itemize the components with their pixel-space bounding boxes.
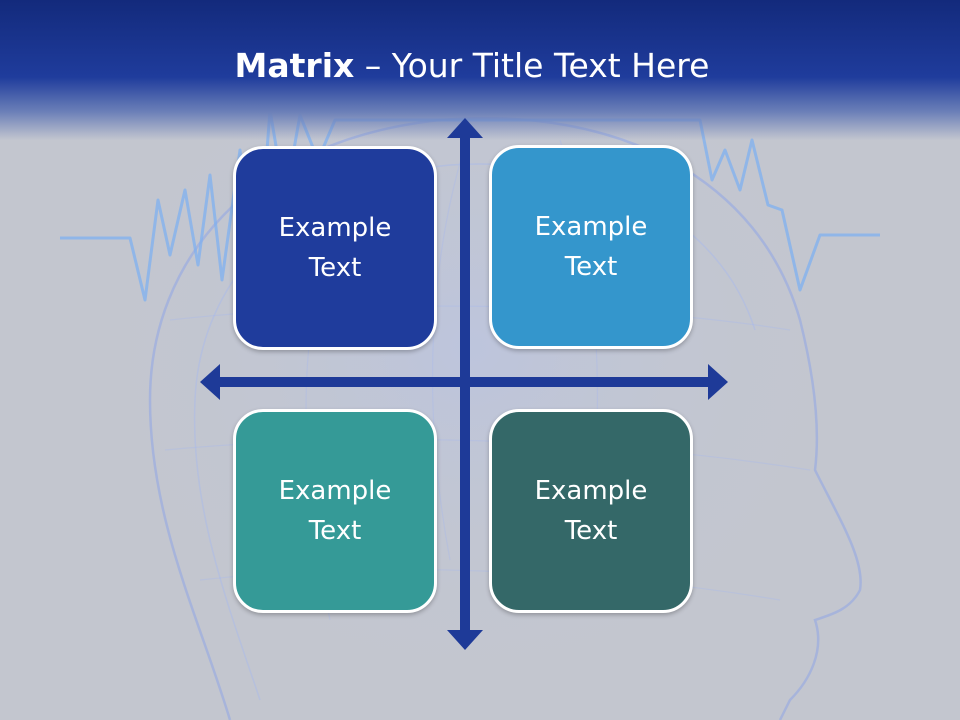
quadrant-top-right[interactable]: Example Text [489, 145, 693, 349]
header-bar [0, 0, 960, 140]
arrow-down-icon [447, 630, 483, 650]
title-rest: – Your Title Text Here [354, 46, 710, 85]
quadrant-bottom-left[interactable]: Example Text [233, 409, 437, 613]
quadrant-bottom-right[interactable]: Example Text [489, 409, 693, 613]
arrow-left-icon [200, 364, 220, 400]
quadrant-label: Example Text [534, 212, 648, 282]
quadrant-top-left[interactable]: Example Text [233, 146, 437, 350]
quadrant-label: Example Text [534, 476, 648, 546]
arrow-right-icon [708, 364, 728, 400]
quadrant-label: Example Text [278, 476, 392, 546]
slide-title: Matrix – Your Title Text Here [0, 46, 944, 85]
title-bold: Matrix [234, 46, 355, 85]
quadrant-label: Example Text [278, 213, 392, 283]
arrow-up-icon [447, 118, 483, 138]
